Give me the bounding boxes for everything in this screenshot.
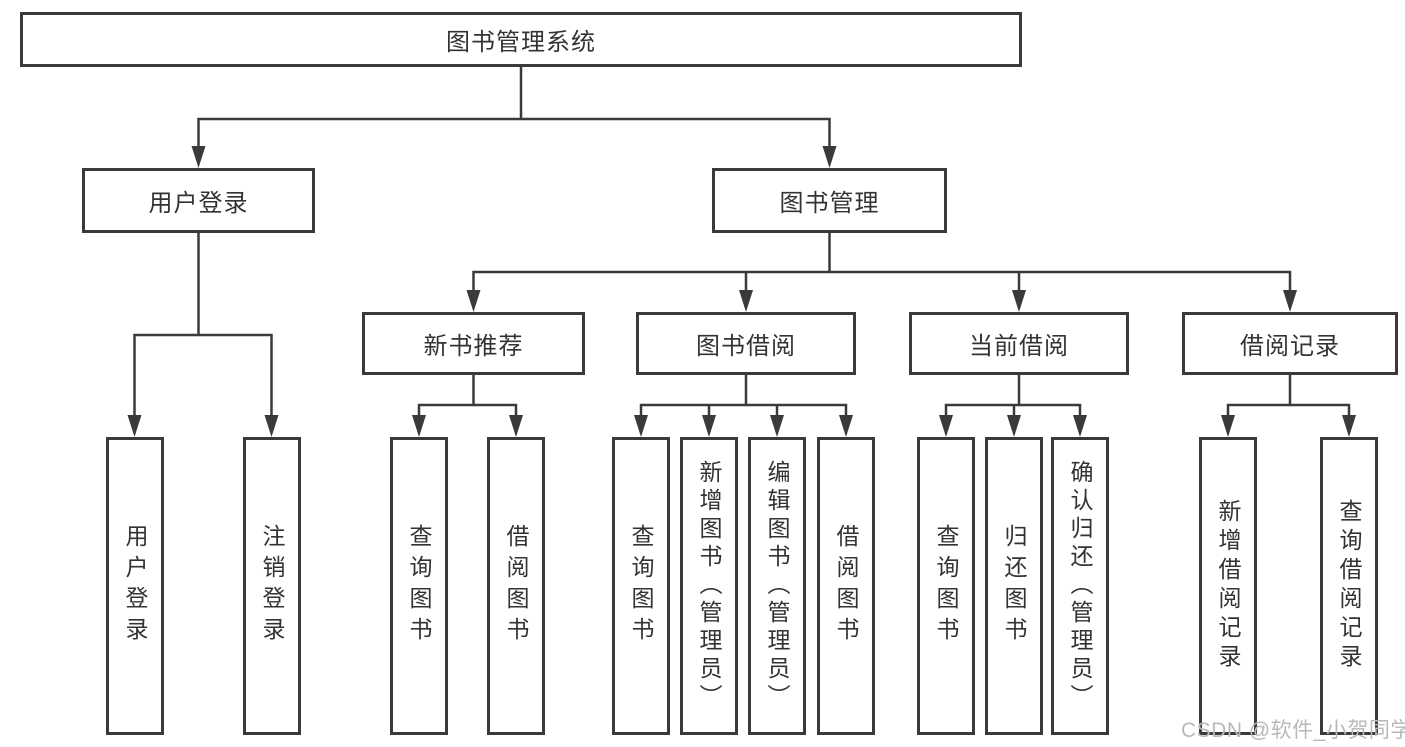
- leaf-edit-book-admin-label: 编辑图书（管理员）: [764, 460, 790, 712]
- node-borrow-records-label: 借阅记录: [1240, 333, 1340, 360]
- node-current-borrow: 当前借阅: [909, 312, 1129, 375]
- leaf-confirm-return-admin-label: 确认归还（管理员）: [1067, 460, 1093, 712]
- leaf-add-book-admin-label: 新增图书（管理员）: [696, 460, 722, 712]
- leaf-add-borrow-record: 新增借阅记录: [1199, 437, 1257, 735]
- node-user-login: 用户登录: [82, 168, 315, 233]
- leaf-logout-label: 注销登录: [259, 524, 285, 648]
- connector-login-to-leaves: [133, 231, 273, 419]
- leaf-borrow-books-2-label: 借阅图书: [833, 524, 859, 648]
- connector-borrow-to-leaves: [639, 373, 848, 419]
- leaf-return-book-label: 归还图书: [1001, 524, 1027, 648]
- connector-records-to-leaves: [1226, 373, 1351, 419]
- leaf-edit-book-admin: 编辑图书（管理员）: [748, 437, 806, 735]
- leaf-add-book-admin: 新增图书（管理员）: [680, 437, 738, 735]
- connector-newbook-to-leaves: [417, 373, 518, 419]
- node-book-borrow: 图书借阅: [636, 312, 856, 375]
- connector-mgmt-to-level2: [472, 231, 1292, 294]
- leaf-logout: 注销登录: [243, 437, 301, 735]
- node-root: 图书管理系统: [20, 12, 1022, 67]
- leaf-query-books-borrow: 查询图书: [612, 437, 670, 735]
- leaf-add-borrow-record-label: 新增借阅记录: [1215, 499, 1241, 673]
- node-book-mgmt-label: 图书管理: [779, 190, 880, 217]
- node-book-mgmt: 图书管理: [712, 168, 947, 233]
- leaf-return-book: 归还图书: [985, 437, 1043, 735]
- connector-root-to-level1: [197, 65, 831, 150]
- leaf-query-borrow-record: 查询借阅记录: [1320, 437, 1378, 735]
- node-borrow-records: 借阅记录: [1182, 312, 1398, 375]
- leaf-query-books-current: 查询图书: [917, 437, 975, 735]
- leaf-query-books-borrow-label: 查询图书: [628, 524, 654, 648]
- leaf-borrow-books-2: 借阅图书: [817, 437, 875, 735]
- leaf-user-login-label: 用户登录: [122, 524, 148, 648]
- leaf-query-books-rec-label: 查询图书: [406, 524, 432, 648]
- leaf-user-login: 用户登录: [106, 437, 164, 735]
- node-new-book-rec-label: 新书推荐: [423, 333, 524, 360]
- node-current-borrow-label: 当前借阅: [969, 333, 1069, 360]
- leaf-confirm-return-admin: 确认归还（管理员）: [1051, 437, 1109, 735]
- node-user-login-label: 用户登录: [148, 190, 249, 217]
- node-book-borrow-label: 图书借阅: [696, 333, 796, 360]
- node-root-label: 图书管理系统: [446, 29, 596, 56]
- leaf-query-books-current-label: 查询图书: [933, 524, 959, 648]
- arrowheads: [127, 146, 1356, 437]
- connector-current-to-leaves: [944, 373, 1082, 419]
- leaf-borrow-books-rec-label: 借阅图书: [503, 524, 529, 648]
- node-new-book-rec: 新书推荐: [362, 312, 585, 375]
- csdn-watermark: CSDN @软件_小贺同学: [1181, 719, 1405, 742]
- leaf-query-books-rec: 查询图书: [390, 437, 448, 735]
- leaf-query-borrow-record-label: 查询借阅记录: [1336, 499, 1362, 673]
- leaf-borrow-books-rec: 借阅图书: [487, 437, 545, 735]
